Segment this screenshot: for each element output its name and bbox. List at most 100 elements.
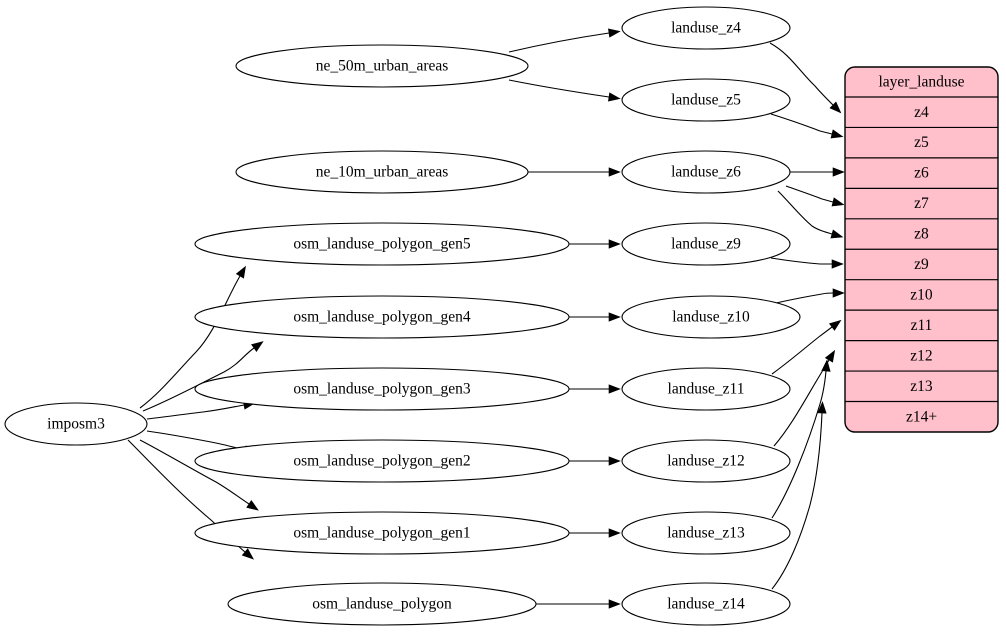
edge-imposm3-to-osm_landuse_polygon_gen1 [139, 439, 259, 511]
source-node-ellipse[interactable] [194, 295, 570, 339]
record-row-z10[interactable]: z10 [845, 280, 998, 310]
layer-node-ellipse[interactable] [621, 439, 791, 483]
record-row-label: z4 [914, 104, 929, 121]
edge-ne_10m_urban_areas-to-landuse_z6 [528, 167, 621, 177]
record-row-label: z11 [911, 317, 933, 334]
node-osm_landuse_polygon_gen3[interactable]: osm_landuse_polygon_gen3 [194, 367, 570, 411]
source-node-ellipse[interactable] [194, 367, 570, 411]
edge-path [777, 190, 833, 235]
node-label: ne_10m_urban_areas [316, 164, 449, 181]
edge-osm_landuse_polygon-to-landuse_z14 [536, 599, 621, 609]
edge-path [770, 257, 832, 265]
edge-landuse_z6-to-z8 [777, 190, 844, 239]
arrow-head [830, 129, 844, 139]
root-node-ellipse[interactable] [4, 402, 148, 446]
node-label: osm_landuse_polygon_gen1 [293, 525, 470, 542]
node-landuse_z9[interactable]: landuse_z9 [621, 222, 791, 266]
edge-ne_50m_urban_areas-to-landuse_z5 [508, 79, 621, 102]
edge-path [771, 370, 827, 519]
edge-path [139, 439, 250, 505]
arrow-head [824, 349, 836, 363]
node-imposm3[interactable]: imposm3 [4, 402, 148, 446]
record-row-label: z14+ [906, 408, 937, 425]
arrow-head [608, 28, 621, 38]
arrow-head [235, 265, 246, 279]
layer-node-ellipse[interactable] [621, 78, 791, 122]
record-table-layer_landuse[interactable]: layer_landusez4z5z6z7z8z9z10z11z12z13z14… [844, 66, 999, 433]
record-row-z11[interactable]: z11 [845, 310, 998, 340]
arrow-head [832, 167, 845, 177]
edge-landuse_z6-to-z7 [785, 185, 845, 207]
source-node-ellipse[interactable] [194, 222, 570, 266]
edge-landuse_z4-to-z4 [769, 42, 842, 114]
nodes-layer: imposm3 ne_50m_urban_areas ne_10m_urban_ar… [4, 6, 801, 626]
node-label: landuse_z13 [667, 525, 745, 542]
edge-landuse_z10-to-z10 [775, 288, 845, 304]
arrow-head [830, 229, 844, 239]
record-row-label: z10 [910, 286, 933, 303]
record-row-z7[interactable]: z7 [845, 188, 998, 218]
node-landuse_z14[interactable]: landuse_z14 [621, 582, 791, 626]
node-label: landuse_z14 [667, 596, 745, 613]
edge-path [142, 347, 255, 412]
layer-node-ellipse[interactable] [621, 511, 791, 555]
node-label: landuse_z11 [668, 381, 745, 398]
arrow-head [608, 528, 621, 538]
node-osm_landuse_polygon_gen4[interactable]: osm_landuse_polygon_gen4 [194, 295, 570, 339]
arrow-head [608, 239, 621, 249]
node-landuse_z6[interactable]: landuse_z6 [621, 150, 791, 194]
source-node-ellipse[interactable] [194, 439, 570, 483]
edge-path [769, 42, 834, 106]
edge-ne_50m_urban_areas-to-landuse_z4 [508, 28, 621, 53]
record-row-label: z5 [914, 134, 929, 151]
record-row-z5[interactable]: z5 [845, 127, 998, 157]
arrow-head [251, 341, 264, 352]
source-node-ellipse[interactable] [235, 150, 529, 194]
arrow-head [832, 288, 845, 298]
source-node-ellipse[interactable] [194, 511, 570, 555]
layer-node-ellipse[interactable] [621, 295, 801, 339]
edge-imposm3-to-osm_landuse_polygon_gen3 [146, 400, 256, 420]
record-row-z13[interactable]: z13 [845, 371, 998, 401]
source-node-ellipse[interactable] [227, 582, 537, 626]
edge-landuse_z9-to-z9 [770, 257, 844, 269]
record-row-z12[interactable]: z12 [845, 341, 998, 371]
edge-landuse_z14-to-z14+ [771, 401, 827, 590]
node-landuse_z5[interactable]: landuse_z5 [621, 78, 791, 122]
record-row-z8[interactable]: z8 [845, 219, 998, 249]
edge-landuse_z6-to-z6 [790, 167, 845, 177]
record-row-label: z13 [910, 378, 933, 395]
layer-node-ellipse[interactable] [621, 6, 791, 50]
record-row-z4[interactable]: z4 [845, 97, 998, 127]
node-label: osm_landuse_polygon [312, 596, 452, 613]
node-label: osm_landuse_polygon_gen4 [293, 309, 471, 326]
node-landuse_z10[interactable]: landuse_z10 [621, 295, 801, 339]
node-osm_landuse_polygon_gen2[interactable]: osm_landuse_polygon_gen2 [194, 439, 570, 483]
node-landuse_z11[interactable]: landuse_z11 [621, 367, 791, 411]
node-landuse_z13[interactable]: landuse_z13 [621, 511, 791, 555]
layer-node-ellipse[interactable] [621, 222, 791, 266]
node-osm_landuse_polygon_gen5[interactable]: osm_landuse_polygon_gen5 [194, 222, 570, 266]
arrow-head [821, 359, 831, 372]
arrow-head [817, 401, 827, 414]
layer-node-ellipse[interactable] [621, 582, 791, 626]
layer-node-ellipse[interactable] [621, 150, 791, 194]
node-osm_landuse_polygon_gen1[interactable]: osm_landuse_polygon_gen1 [194, 511, 570, 555]
edge-path [771, 326, 833, 375]
record-row-z6[interactable]: z6 [845, 158, 998, 188]
node-landuse_z4[interactable]: landuse_z4 [621, 6, 791, 50]
source-node-ellipse[interactable] [235, 44, 529, 88]
record-row-z9[interactable]: z9 [845, 249, 998, 279]
node-osm_landuse_polygon[interactable]: osm_landuse_polygon [227, 582, 537, 626]
arrow-head [246, 499, 259, 511]
node-ne_50m_urban_areas[interactable]: ne_50m_urban_areas [235, 44, 529, 88]
arrow-head [608, 312, 621, 322]
layer-node-ellipse[interactable] [621, 367, 791, 411]
node-landuse_z12[interactable]: landuse_z12 [621, 439, 791, 483]
arrow-head [241, 548, 255, 560]
node-ne_10m_urban_areas[interactable]: ne_10m_urban_areas [235, 150, 529, 194]
record-row-z14+[interactable]: z14+ [845, 402, 998, 432]
edge-landuse_z11-to-z11 [771, 319, 842, 375]
edge-osm_landuse_polygon_gen2-to-landuse_z12 [569, 456, 621, 466]
